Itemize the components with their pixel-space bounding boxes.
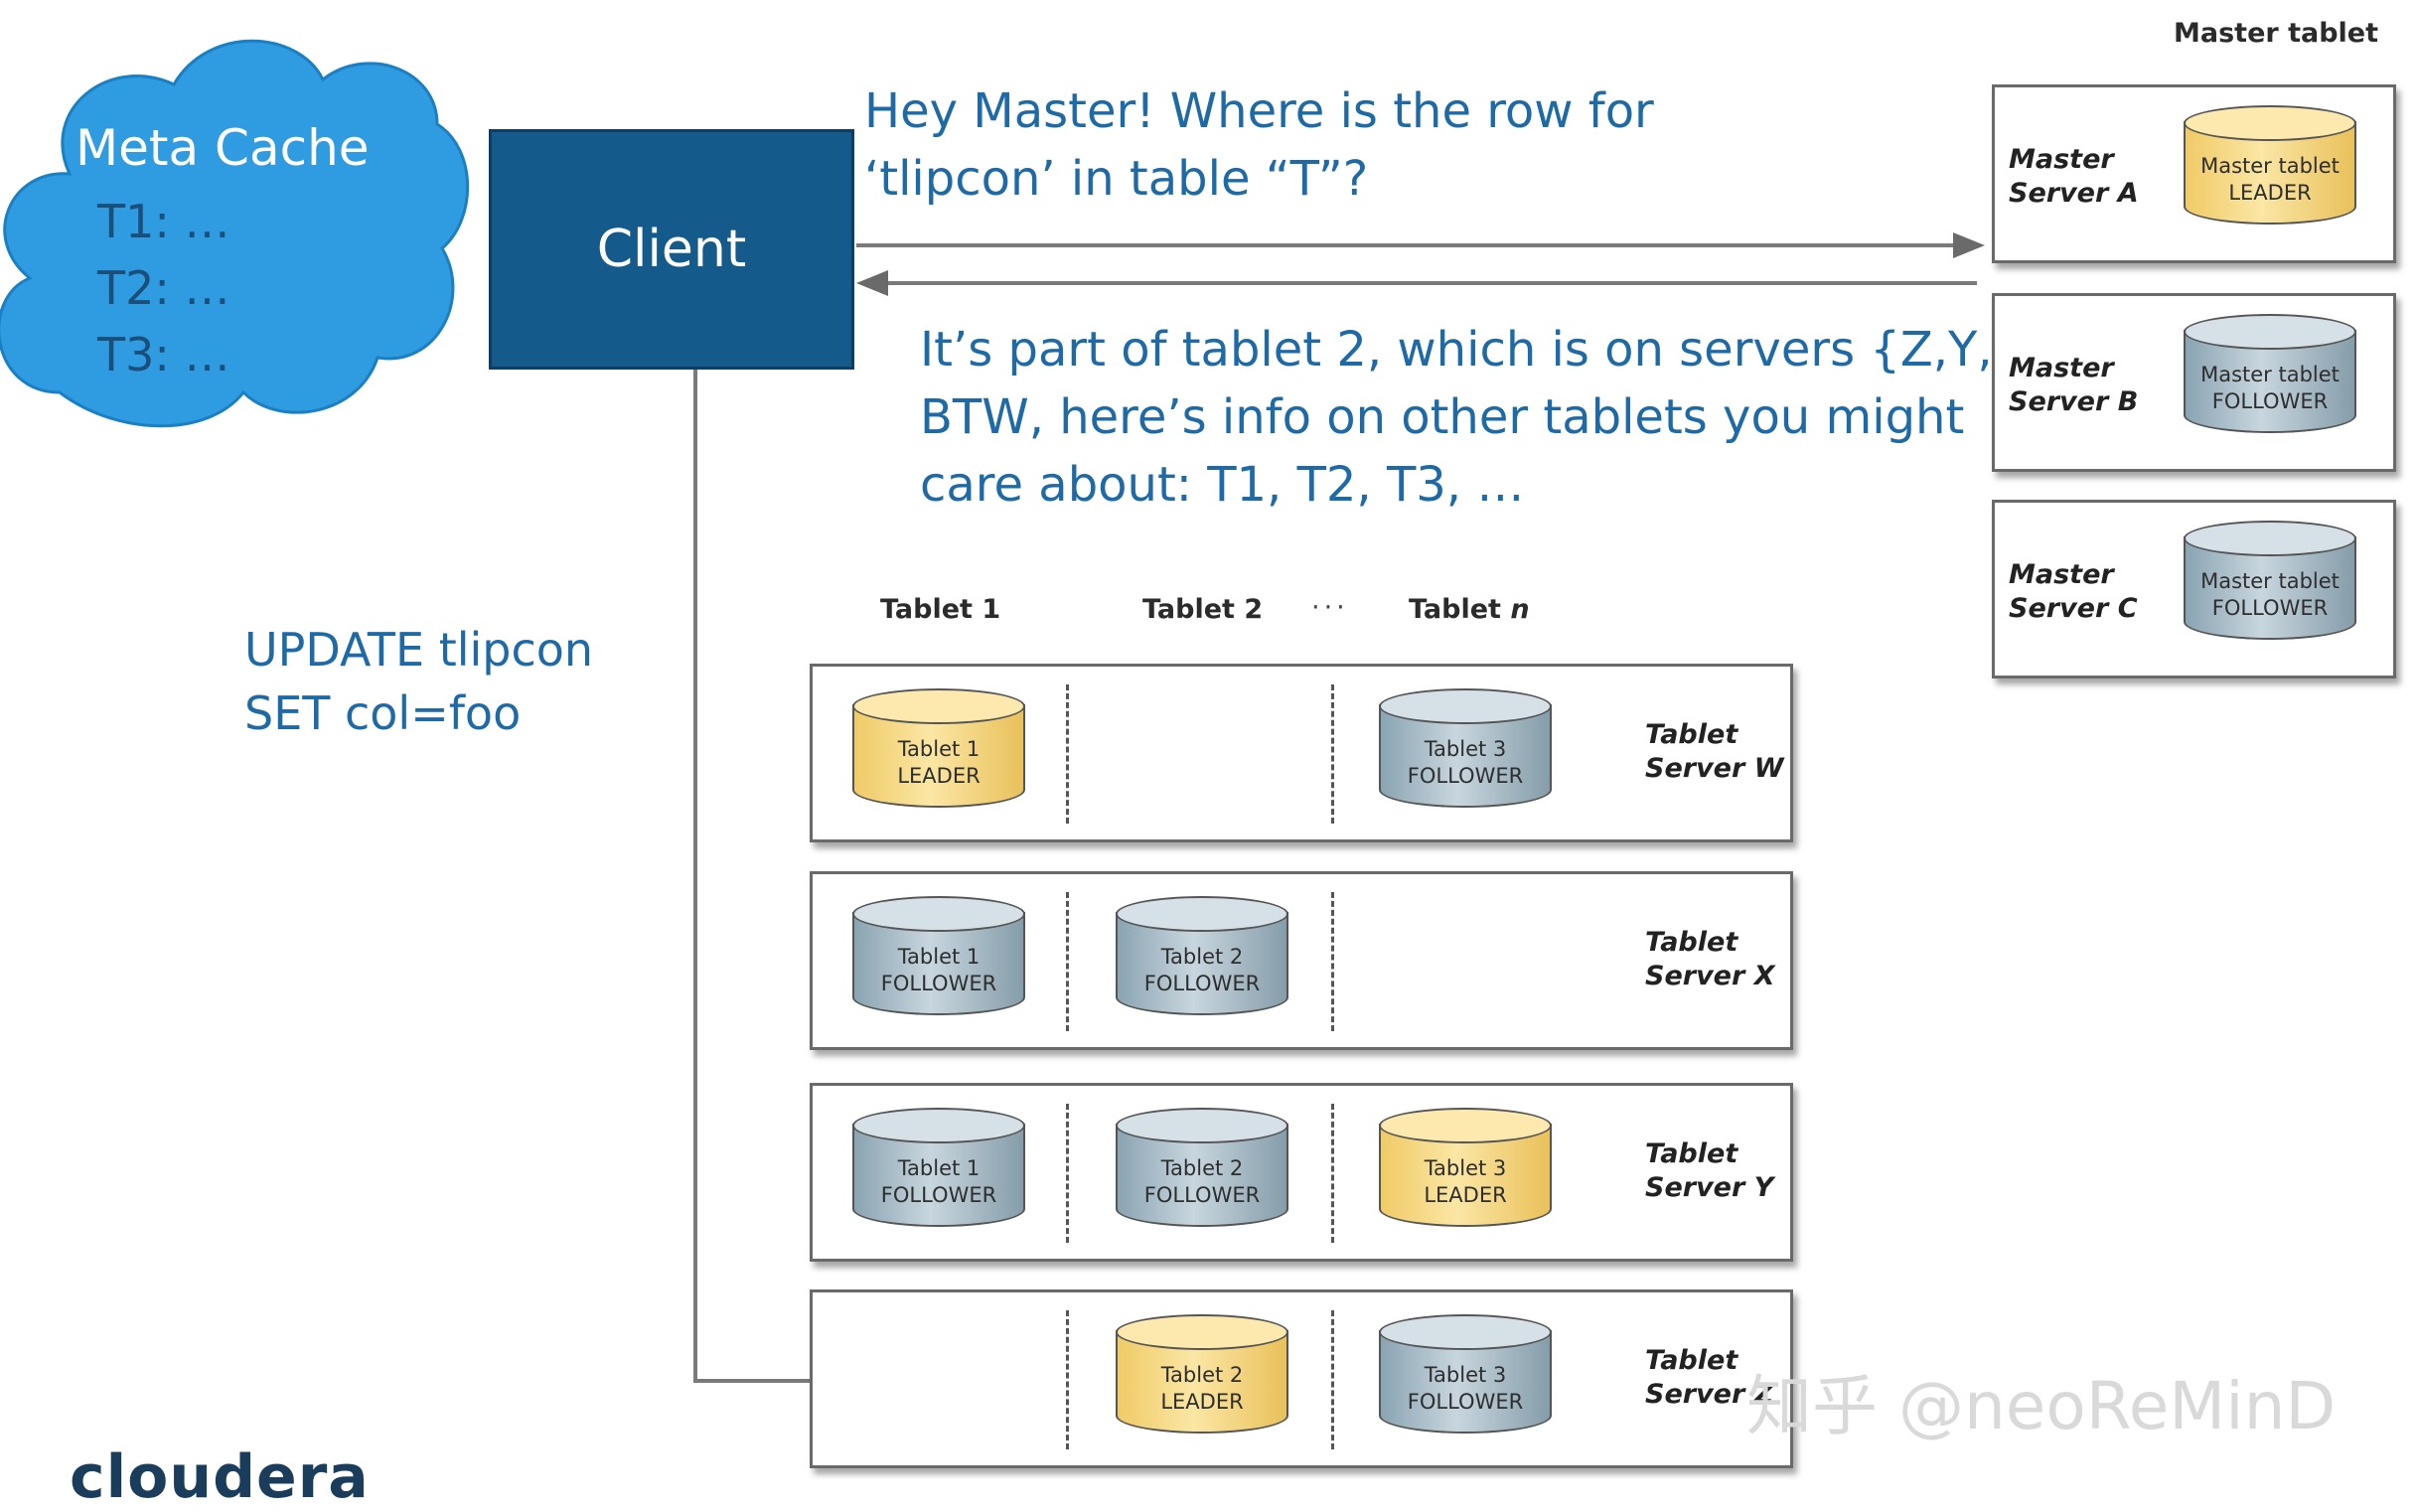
master-server-a-cyl-line2: LEADER	[2228, 181, 2312, 205]
tablet-server-x: Tablet 1 FOLLOWER Tablet 2 FOLLOWER Tablet…	[810, 871, 1793, 1050]
client-label: Client	[596, 220, 747, 279]
update-statement-line2: SET col=foo	[244, 686, 522, 740]
header-tablet-n-suffix: n	[1510, 594, 1530, 625]
server-z-name-line1: Tablet	[1645, 1345, 1738, 1376]
master-server-a-name-line2: Server A	[2009, 178, 2139, 209]
server-x-tablet-2-line1: Tablet 2	[1160, 945, 1244, 969]
meta-cache-item-t2: T2: …	[97, 261, 230, 315]
watermark: 知乎 @neoReMinD	[1746, 1368, 2337, 1444]
server-x-name: Tablet Server X	[1645, 926, 1775, 993]
header-tablet-2: Tablet 2	[1142, 594, 1264, 625]
request-text-line1: Hey Master! Where is the row for	[864, 83, 1654, 139]
server-z-tablet-3-line2: FOLLOWER	[1407, 1390, 1524, 1414]
header-tablet-n: Tablet n	[1409, 594, 1530, 625]
master-server-c-name-line2: Server C	[2009, 593, 2138, 624]
tablet-server-z: Tablet 2 LEADER Tablet 3 FOLLOWER Tablet S…	[810, 1289, 1793, 1468]
master-server-c-name-line1: Master	[2009, 559, 2114, 590]
master-tablet-title: Master tablet	[2174, 18, 2379, 49]
server-x-name-line2: Server X	[1645, 961, 1775, 991]
server-y-tablet-3-line1: Tablet 3	[1424, 1156, 1507, 1180]
update-statement-line1: UPDATE tlipcon	[244, 623, 594, 677]
server-w-name: Tablet Server W	[1645, 718, 1783, 786]
master-server-b-cyl-line1: Master tablet	[2200, 363, 2340, 386]
server-w-name-line1: Tablet	[1645, 719, 1738, 750]
server-w-tablet-1-line1: Tablet 1	[897, 737, 981, 761]
server-w-tablet-1-cylinder: Tablet 1 LEADER	[852, 688, 1025, 826]
server-z-name-line2: Server Z	[1645, 1379, 1774, 1410]
meta-cache-item-t3: T3: …	[97, 328, 230, 381]
tablet-server-y: Tablet 1 FOLLOWER Tablet 2 FOLLOWER Tablet…	[810, 1083, 1793, 1262]
header-tablet-1: Tablet 1	[880, 594, 1001, 625]
master-server-a-cyl-line1: Master tablet	[2200, 154, 2340, 178]
server-x-tablet-1-cylinder: Tablet 1 FOLLOWER	[852, 896, 1025, 1033]
server-y-tablet-3-line2: LEADER	[1424, 1183, 1507, 1207]
master-server-c-name: Master Server C	[2009, 558, 2138, 626]
server-y-name-line2: Server Y	[1645, 1172, 1774, 1203]
master-server-b-name: Master Server B	[2009, 352, 2138, 419]
server-w-tablet-3-line1: Tablet 3	[1424, 737, 1507, 761]
response-arrowhead	[856, 270, 888, 296]
server-x-name-line1: Tablet	[1645, 927, 1738, 958]
server-w-tablet-3-line2: FOLLOWER	[1407, 764, 1524, 788]
response-text-line2: BTW, here’s info on other tablets you mi…	[920, 389, 1965, 445]
request-arrowhead	[1953, 232, 1985, 258]
header-ellipsis: ···	[1311, 592, 1349, 623]
server-y-tablet-3-cylinder: Tablet 3 LEADER	[1379, 1108, 1552, 1245]
server-x-tablet-1-line2: FOLLOWER	[880, 972, 997, 995]
server-z-tablet-2-cylinder: Tablet 2 LEADER	[1116, 1314, 1288, 1451]
server-y-name: Tablet Server Y	[1645, 1137, 1773, 1205]
server-w-name-line2: Server W	[1645, 753, 1784, 784]
master-server-a-name-line1: Master	[2009, 144, 2114, 175]
server-z-tablet-3-line1: Tablet 3	[1424, 1363, 1507, 1387]
meta-cache-title: Meta Cache	[76, 119, 370, 177]
meta-cache-cloud	[0, 39, 470, 428]
response-text-line3: care about: T1, T2, T3, …	[920, 457, 1525, 513]
master-server-b-name-line2: Server B	[2009, 386, 2139, 417]
server-w-tablet-3-cylinder: Tablet 3 FOLLOWER	[1379, 688, 1552, 826]
server-y-tablet-1-line2: FOLLOWER	[880, 1183, 997, 1207]
tablet-server-w: Tablet 1 LEADER Tablet 3 FOLLOWER Tablet S…	[810, 664, 1793, 842]
server-y-tablet-2-cylinder: Tablet 2 FOLLOWER	[1116, 1108, 1288, 1245]
master-server-a-name: Master Server A	[2009, 143, 2139, 211]
server-y-tablet-2-line1: Tablet 2	[1160, 1156, 1244, 1180]
server-y-tablet-1-cylinder: Tablet 1 FOLLOWER	[852, 1108, 1025, 1245]
header-tablet-n-prefix: Tablet	[1409, 594, 1501, 625]
meta-cache-item-t1: T1: …	[97, 195, 230, 248]
master-server-b-name-line1: Master	[2009, 353, 2114, 383]
master-server-b-cyl-line2: FOLLOWER	[2211, 389, 2329, 413]
request-text-line2: ‘tlipcon’ in table “T”?	[864, 151, 1369, 207]
master-server-c-cyl-line2: FOLLOWER	[2211, 596, 2329, 620]
server-z-tablet-2-line1: Tablet 2	[1160, 1363, 1244, 1387]
server-y-name-line1: Tablet	[1645, 1138, 1738, 1169]
response-text-line1: It’s part of tablet 2, which is on serve…	[920, 322, 2071, 378]
server-y-tablet-1-line1: Tablet 1	[897, 1156, 981, 1180]
server-x-tablet-2-cylinder: Tablet 2 FOLLOWER	[1116, 896, 1288, 1033]
server-x-tablet-2-line2: FOLLOWER	[1143, 972, 1261, 995]
server-z-name: Tablet Server Z	[1645, 1344, 1773, 1412]
server-w-tablet-1-line2: LEADER	[897, 764, 981, 788]
server-z-tablet-3-cylinder: Tablet 3 FOLLOWER	[1379, 1314, 1552, 1451]
master-server-c-cyl-line1: Master tablet	[2200, 569, 2340, 593]
cloudera-logo: cloudera	[70, 1442, 370, 1512]
server-x-tablet-1-line1: Tablet 1	[897, 945, 981, 969]
server-y-tablet-2-line2: FOLLOWER	[1143, 1183, 1261, 1207]
client-box: Client	[489, 129, 854, 370]
server-z-tablet-2-line2: LEADER	[1160, 1390, 1244, 1414]
